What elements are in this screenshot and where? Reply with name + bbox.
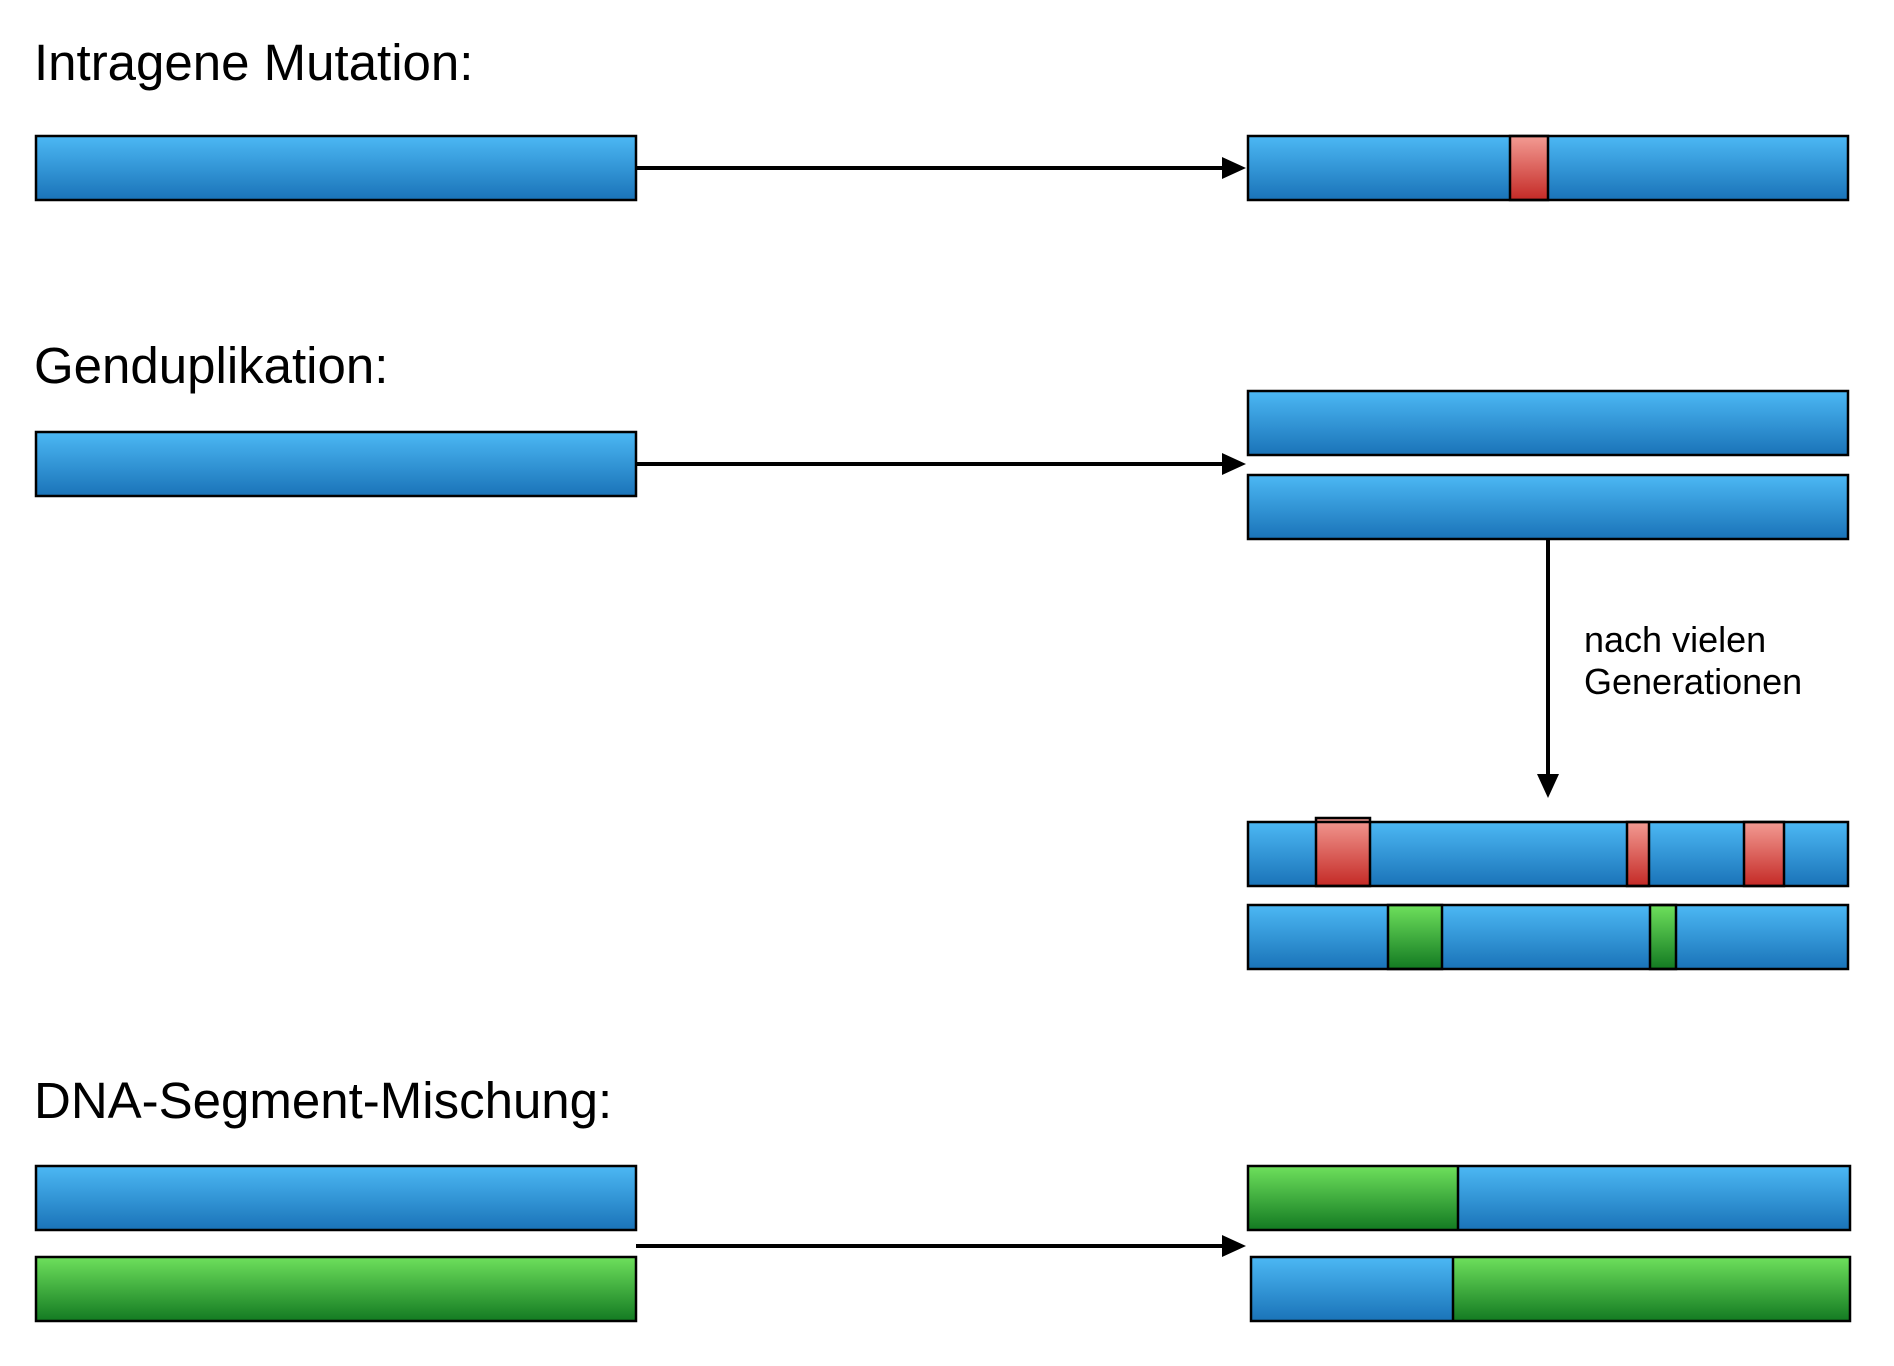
- green-segment: [1248, 1166, 1458, 1230]
- blue-segment: [1251, 1257, 1453, 1321]
- section-intragenic: Intragene Mutation:: [34, 34, 1850, 202]
- section-title-intragenic: Intragene Mutation:: [34, 34, 473, 91]
- section-shuffling: DNA-Segment-Mischung:: [34, 1072, 1852, 1323]
- mutation-segment: [1742, 820, 1786, 888]
- arrow-generations: [1537, 539, 1559, 798]
- gene-bar: [34, 1255, 638, 1323]
- mutation-segment: [1508, 134, 1550, 202]
- new-function-segment: [1648, 903, 1678, 971]
- section-title-shuffling: DNA-Segment-Mischung:: [34, 1072, 612, 1129]
- arrow-duplication: [636, 453, 1246, 475]
- arrow-head: [1222, 453, 1246, 475]
- gene-source-green: [34, 1255, 638, 1323]
- gene-original: [34, 134, 638, 202]
- gene-recombined-2: [1249, 1255, 1852, 1323]
- arrow-head: [1537, 774, 1559, 798]
- blue-segment: [1458, 1166, 1850, 1230]
- gene-outline: [1249, 1255, 1852, 1323]
- gene-bar: [1246, 389, 1850, 457]
- mutation-segment: [1314, 816, 1372, 888]
- arrow-head: [1222, 157, 1246, 179]
- green-segment: [1453, 1257, 1850, 1321]
- mutation-segment: [1625, 820, 1651, 888]
- arrow-mutation: [636, 157, 1246, 179]
- gene-outline: [1246, 820, 1850, 888]
- gene-copy-2: [1246, 473, 1850, 541]
- new-function-segment: [1386, 903, 1444, 971]
- gene-mutated: [1246, 134, 1850, 202]
- gene-diverged-red: [1246, 816, 1850, 888]
- section-title-duplication: Genduplikation:: [34, 337, 388, 394]
- gene-bar: [1246, 473, 1850, 541]
- note-line-1: nach vielen: [1584, 619, 1766, 660]
- gene-bar: [34, 134, 638, 202]
- gene-original: [34, 430, 638, 498]
- gene-bar: [1248, 905, 1848, 969]
- arrow-head: [1222, 1235, 1246, 1257]
- gene-outline: [1246, 134, 1850, 202]
- gene-recombined-1: [1246, 1164, 1852, 1232]
- section-duplication: Genduplikation: nach vielen Generationen: [34, 337, 1850, 971]
- gene-diverged-green: [1246, 903, 1850, 971]
- gene-bar: [34, 1164, 638, 1232]
- gene-source-blue: [34, 1164, 638, 1232]
- gene-outline: [1246, 903, 1850, 971]
- gene-copy-1: [1246, 389, 1850, 457]
- note-line-2: Generationen: [1584, 661, 1802, 702]
- gene-bar: [34, 430, 638, 498]
- gene-outline: [1246, 1164, 1852, 1232]
- arrow-shuffling: [636, 1235, 1246, 1257]
